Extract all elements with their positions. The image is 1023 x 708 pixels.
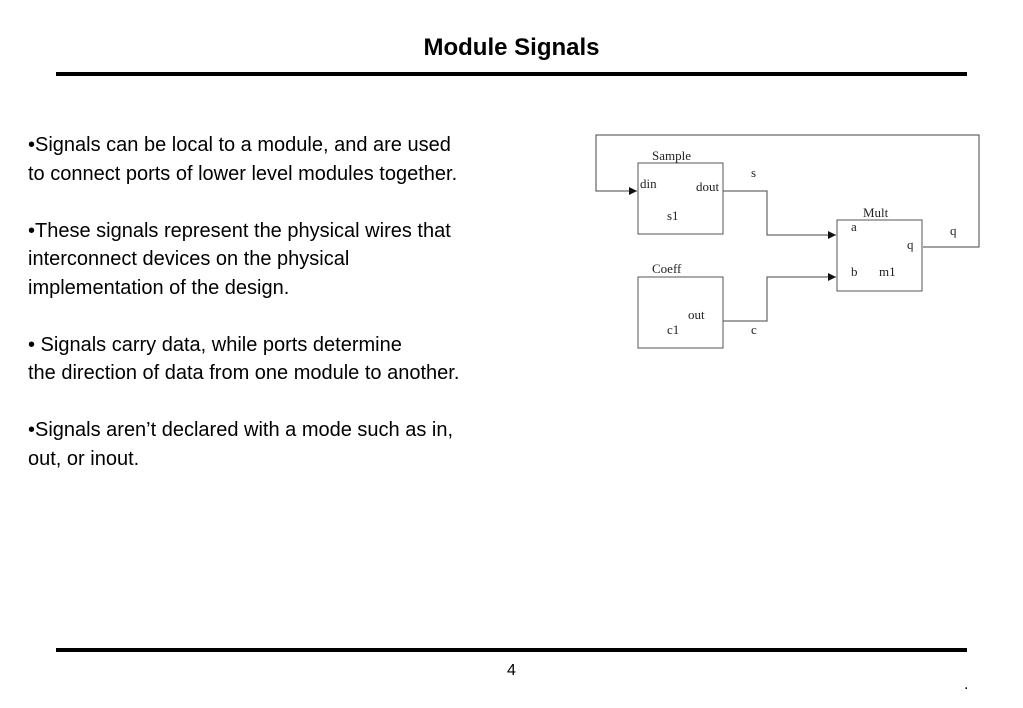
bullet-line: • Signals carry data, while ports determ… bbox=[28, 333, 402, 356]
sample-module-box bbox=[637, 162, 724, 235]
mult-module-box bbox=[836, 219, 923, 292]
page-number: 4 bbox=[507, 662, 516, 679]
coeff-module-box bbox=[637, 276, 724, 349]
bullet-line: implementation of the design. bbox=[28, 276, 290, 299]
wire-c bbox=[723, 273, 836, 322]
title-divider bbox=[56, 72, 967, 76]
sample-instance: s1 bbox=[667, 208, 679, 223]
bullet-line: interconnect devices on the physical bbox=[28, 248, 350, 270]
bullet-line: •These signals represent the physical wi… bbox=[28, 219, 451, 242]
bullet-line: •Signals can be local to a module, and a… bbox=[28, 134, 451, 156]
coeff-out-port: out bbox=[688, 307, 705, 322]
bullet-line: out, or inout. bbox=[28, 447, 140, 470]
bullet-line: •Signals aren’t declared with a mode suc… bbox=[28, 419, 454, 441]
signal-c-label: c bbox=[751, 322, 757, 337]
sample-din-port: din bbox=[640, 176, 657, 191]
sample-module-name: Sample bbox=[652, 148, 691, 163]
bullet-list: •Signals can be local to a module, and a… bbox=[28, 131, 558, 502]
bullet-item: •Signals aren’t declared with a mode suc… bbox=[28, 416, 558, 473]
slide-title: Module Signals bbox=[423, 34, 600, 61]
wire-s bbox=[723, 190, 836, 239]
bullet-item: •These signals represent the physical wi… bbox=[28, 217, 558, 303]
mult-instance: m1 bbox=[879, 264, 896, 279]
signal-s-label: s bbox=[751, 165, 756, 180]
sample-dout-port: dout bbox=[696, 179, 720, 194]
bullet-item: •Signals can be local to a module, and a… bbox=[28, 131, 558, 188]
coeff-instance: c1 bbox=[667, 322, 679, 337]
mult-module-name: Mult bbox=[863, 205, 889, 220]
mult-b-port: b bbox=[851, 264, 858, 279]
signal-q-label: q bbox=[950, 223, 957, 238]
feedback-wire bbox=[595, 134, 980, 248]
mult-q-port: q bbox=[907, 237, 914, 252]
bullet-line: the direction of data from one module to… bbox=[28, 362, 460, 384]
mult-a-port: a bbox=[851, 219, 857, 234]
coeff-module-name: Coeff bbox=[652, 261, 682, 276]
footer-mark: . bbox=[964, 676, 969, 693]
module-diagram: Sample din dout s1 s Coeff out c1 c Mult… bbox=[595, 134, 980, 349]
footer-divider bbox=[56, 648, 967, 652]
bullet-line: to connect ports of lower level modules … bbox=[28, 162, 458, 185]
bullet-item: • Signals carry data, while ports determ… bbox=[28, 331, 558, 388]
